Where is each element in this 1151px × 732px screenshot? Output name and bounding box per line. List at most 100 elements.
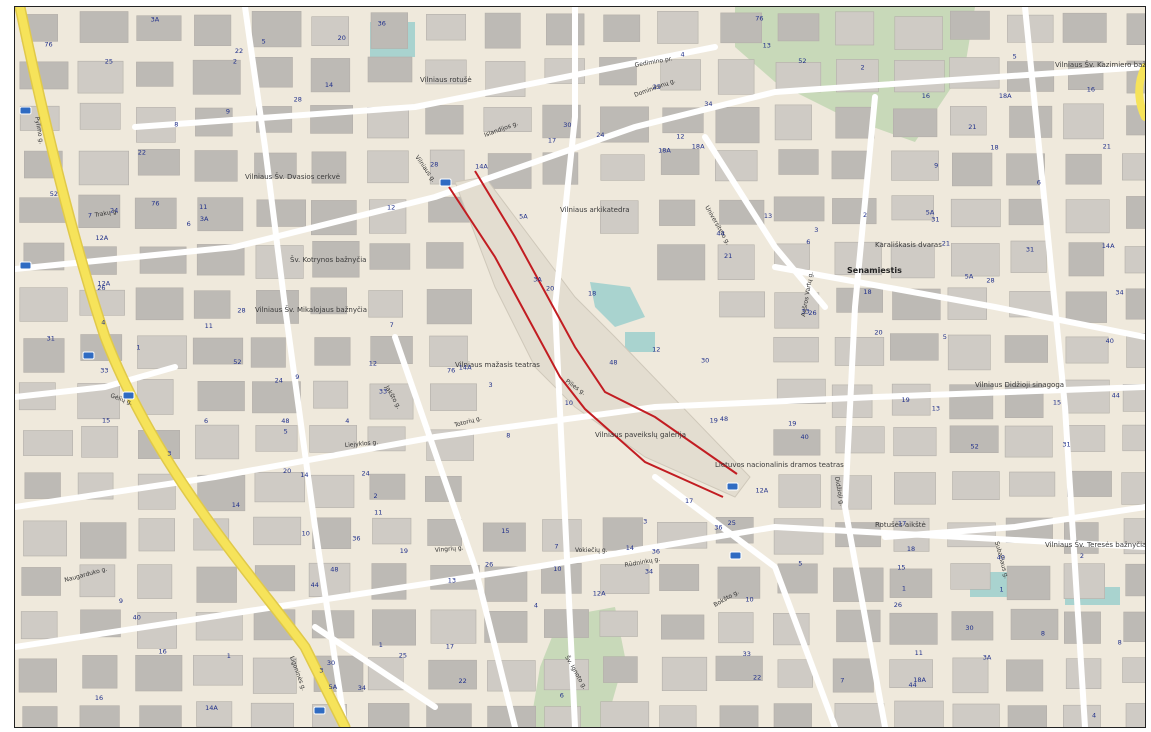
house-number: 10 <box>745 595 753 603</box>
house-number: 7 <box>840 676 844 684</box>
house-number: 18A <box>692 143 705 151</box>
house-number: 52 <box>971 443 979 451</box>
building-block <box>831 150 869 180</box>
house-number: 17 <box>548 137 556 145</box>
house-number: 24 <box>362 470 370 478</box>
water-area <box>625 332 655 352</box>
house-number: 17 <box>685 497 693 505</box>
building-block <box>659 199 696 226</box>
house-number: 17 <box>446 643 454 651</box>
building-block <box>834 702 885 727</box>
building-block <box>832 658 874 693</box>
building-block <box>600 701 650 727</box>
building-block <box>1067 470 1112 497</box>
street-road <box>772 264 1145 340</box>
house-number: 18 <box>990 144 998 152</box>
house-number: 14 <box>626 544 634 552</box>
building-block <box>602 517 643 551</box>
bus-stop-icon[interactable] <box>82 351 95 360</box>
building-block <box>774 292 820 329</box>
bus-stop-icon[interactable] <box>439 178 452 187</box>
building-block <box>949 425 999 453</box>
building-block <box>256 289 299 324</box>
bus-stop-icon[interactable] <box>726 482 739 491</box>
house-number: 5 <box>798 560 802 568</box>
house-number: 34 <box>358 684 366 692</box>
building-block <box>137 564 173 599</box>
house-number: 15 <box>501 527 509 535</box>
building-block <box>889 333 939 361</box>
street-label: Pylimo g. <box>33 116 45 145</box>
house-number: 30 <box>327 659 335 667</box>
building-block <box>372 517 412 545</box>
house-number: 21 <box>1103 143 1111 151</box>
building-block <box>891 383 931 416</box>
bus-stop-icon[interactable] <box>19 261 32 270</box>
house-number: 24 <box>275 377 283 385</box>
building-block <box>137 612 178 649</box>
building-block <box>256 199 307 227</box>
building-block <box>310 474 355 508</box>
bus-stop-icon[interactable] <box>313 706 326 715</box>
building-block <box>252 381 301 414</box>
house-number: 11 <box>374 509 382 517</box>
building-block <box>659 564 700 592</box>
building-block <box>950 563 991 590</box>
building-block <box>195 424 240 460</box>
house-number: 22 <box>138 149 146 157</box>
street-road <box>15 364 178 400</box>
bus-stop-icon[interactable] <box>729 551 742 560</box>
place-label: Karališkasis dvaras <box>875 241 942 249</box>
map-frame[interactable]: Pylimo g.Vilniaus g.Trakų g.Islandijos g… <box>14 6 1146 728</box>
house-number: 36 <box>378 20 386 28</box>
building-block <box>137 149 180 176</box>
building-block <box>425 59 467 85</box>
street-road <box>882 504 1145 540</box>
building-block <box>254 152 297 179</box>
building-block <box>311 16 350 46</box>
city-map[interactable]: Pylimo g.Vilniaus g.Trakų g.Islandijos g… <box>15 7 1145 727</box>
building-block <box>889 659 933 688</box>
house-number: 33 <box>379 388 387 396</box>
building-block <box>773 703 812 727</box>
house-number: 4 <box>534 602 538 610</box>
building-block <box>1006 659 1044 692</box>
house-number: 33 <box>100 367 108 375</box>
house-number: 14A <box>1102 242 1115 250</box>
house-number: 18A <box>658 146 671 154</box>
house-number: 20 <box>338 34 346 42</box>
building-block <box>660 59 701 91</box>
house-number: 25 <box>728 519 736 527</box>
house-number: 52 <box>233 358 241 366</box>
major-road <box>16 7 349 727</box>
building-block <box>773 336 819 363</box>
street-road <box>552 7 578 727</box>
house-number: 9 <box>295 373 299 381</box>
house-number: 22 <box>753 674 761 682</box>
building-block <box>543 609 589 638</box>
place-label: Rotušės aikštė <box>875 521 926 529</box>
house-number: 3A <box>533 276 542 284</box>
place-label: Vilniaus Didžioji sinagoga <box>975 381 1064 389</box>
bus-stop-icon[interactable] <box>122 391 135 400</box>
street-road <box>842 94 888 727</box>
building-block <box>138 518 176 552</box>
building-block <box>196 566 237 603</box>
house-number: 48 <box>281 417 289 425</box>
building-block <box>77 60 124 94</box>
house-number: 7 <box>88 212 92 220</box>
building-block <box>836 609 881 643</box>
house-number: 16 <box>95 694 103 702</box>
house-number: 18A <box>999 92 1012 100</box>
building-block <box>1122 383 1145 412</box>
building-block <box>949 384 994 420</box>
house-number: 31 <box>1026 245 1034 253</box>
bus-stop-icon[interactable] <box>19 106 32 115</box>
house-number: 3A <box>151 16 160 24</box>
house-number: 8 <box>1118 639 1122 647</box>
building-block <box>312 241 360 278</box>
building-block <box>426 703 472 727</box>
place-label: Vilniaus Šv. Mikalojaus bažnyčia <box>255 305 367 314</box>
house-number: 25 <box>653 83 661 91</box>
building-block <box>20 611 58 640</box>
